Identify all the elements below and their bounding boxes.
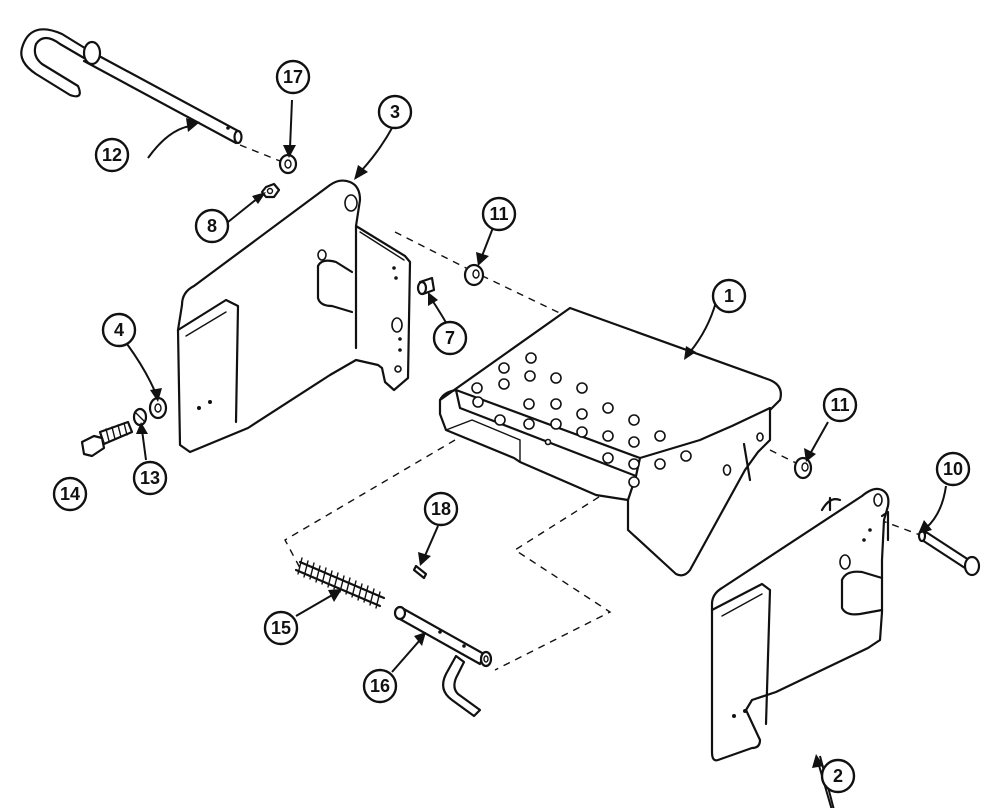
callout-14: 14: [52, 476, 88, 512]
callout-3-label: 3: [390, 102, 400, 122]
callout-15-label: 17: [283, 67, 303, 87]
callout-10-label: 10: [943, 459, 963, 479]
part-18-roll-pin: [412, 564, 428, 580]
callout-16: 15: [263, 610, 299, 646]
callout-7-label: 7: [445, 328, 455, 348]
callout-17: 16: [362, 668, 398, 704]
part-1-step-plate: [438, 306, 782, 577]
callout-4: 4: [101, 312, 137, 348]
callout-11-lower: 11: [822, 387, 858, 423]
callout-18: 18: [423, 491, 459, 527]
callout-11-upper-label: 11: [489, 204, 508, 224]
part-12-bent-pin: [20, 28, 243, 145]
part-13-lock-washer: [132, 407, 148, 427]
callout-7: 7: [432, 320, 468, 356]
callout-18-label: 18: [431, 499, 451, 519]
callout-2-label: 2: [833, 766, 843, 786]
callout-8: 8: [194, 208, 230, 244]
part-11-upper-spacer: [463, 263, 485, 287]
assembly-guide-lines: [239, 144, 921, 671]
part-14-bolt: [80, 420, 134, 458]
callout-1: 1: [711, 278, 747, 314]
part-10-pin: [917, 529, 981, 577]
callout-11-lower-label: 11: [830, 395, 849, 415]
callout-2: 2: [820, 758, 856, 794]
part-8-nut: [260, 182, 281, 199]
tread-perforations: [471, 352, 692, 488]
part-3-left-bracket: [176, 179, 412, 454]
callout-12: 12: [94, 137, 130, 173]
callout-4-label: 4: [114, 320, 124, 340]
callout-13-label: 13: [140, 468, 160, 488]
part-16-spring: [294, 557, 386, 609]
part-15-washer: [278, 153, 298, 175]
callout-1-label: 1: [724, 286, 734, 306]
callout-17-label: 16: [370, 676, 390, 696]
part-7-rivet: [416, 276, 436, 296]
callout-16-label: 15: [271, 618, 291, 638]
callout-12-label: 12: [102, 145, 122, 165]
callout-3: 3: [377, 94, 413, 130]
callout-14-label: 14: [60, 484, 80, 504]
callout-8-label: 8: [207, 216, 217, 236]
callout-15: 17: [275, 59, 311, 95]
callout-13: 13: [132, 460, 168, 496]
callout-11-upper: 11: [481, 196, 517, 232]
part-2-right-bracket: [710, 487, 890, 762]
part-11-lower-spacer: [793, 456, 813, 480]
callout-10: 10: [935, 451, 971, 487]
part-17-crank-shaft: [393, 605, 493, 718]
